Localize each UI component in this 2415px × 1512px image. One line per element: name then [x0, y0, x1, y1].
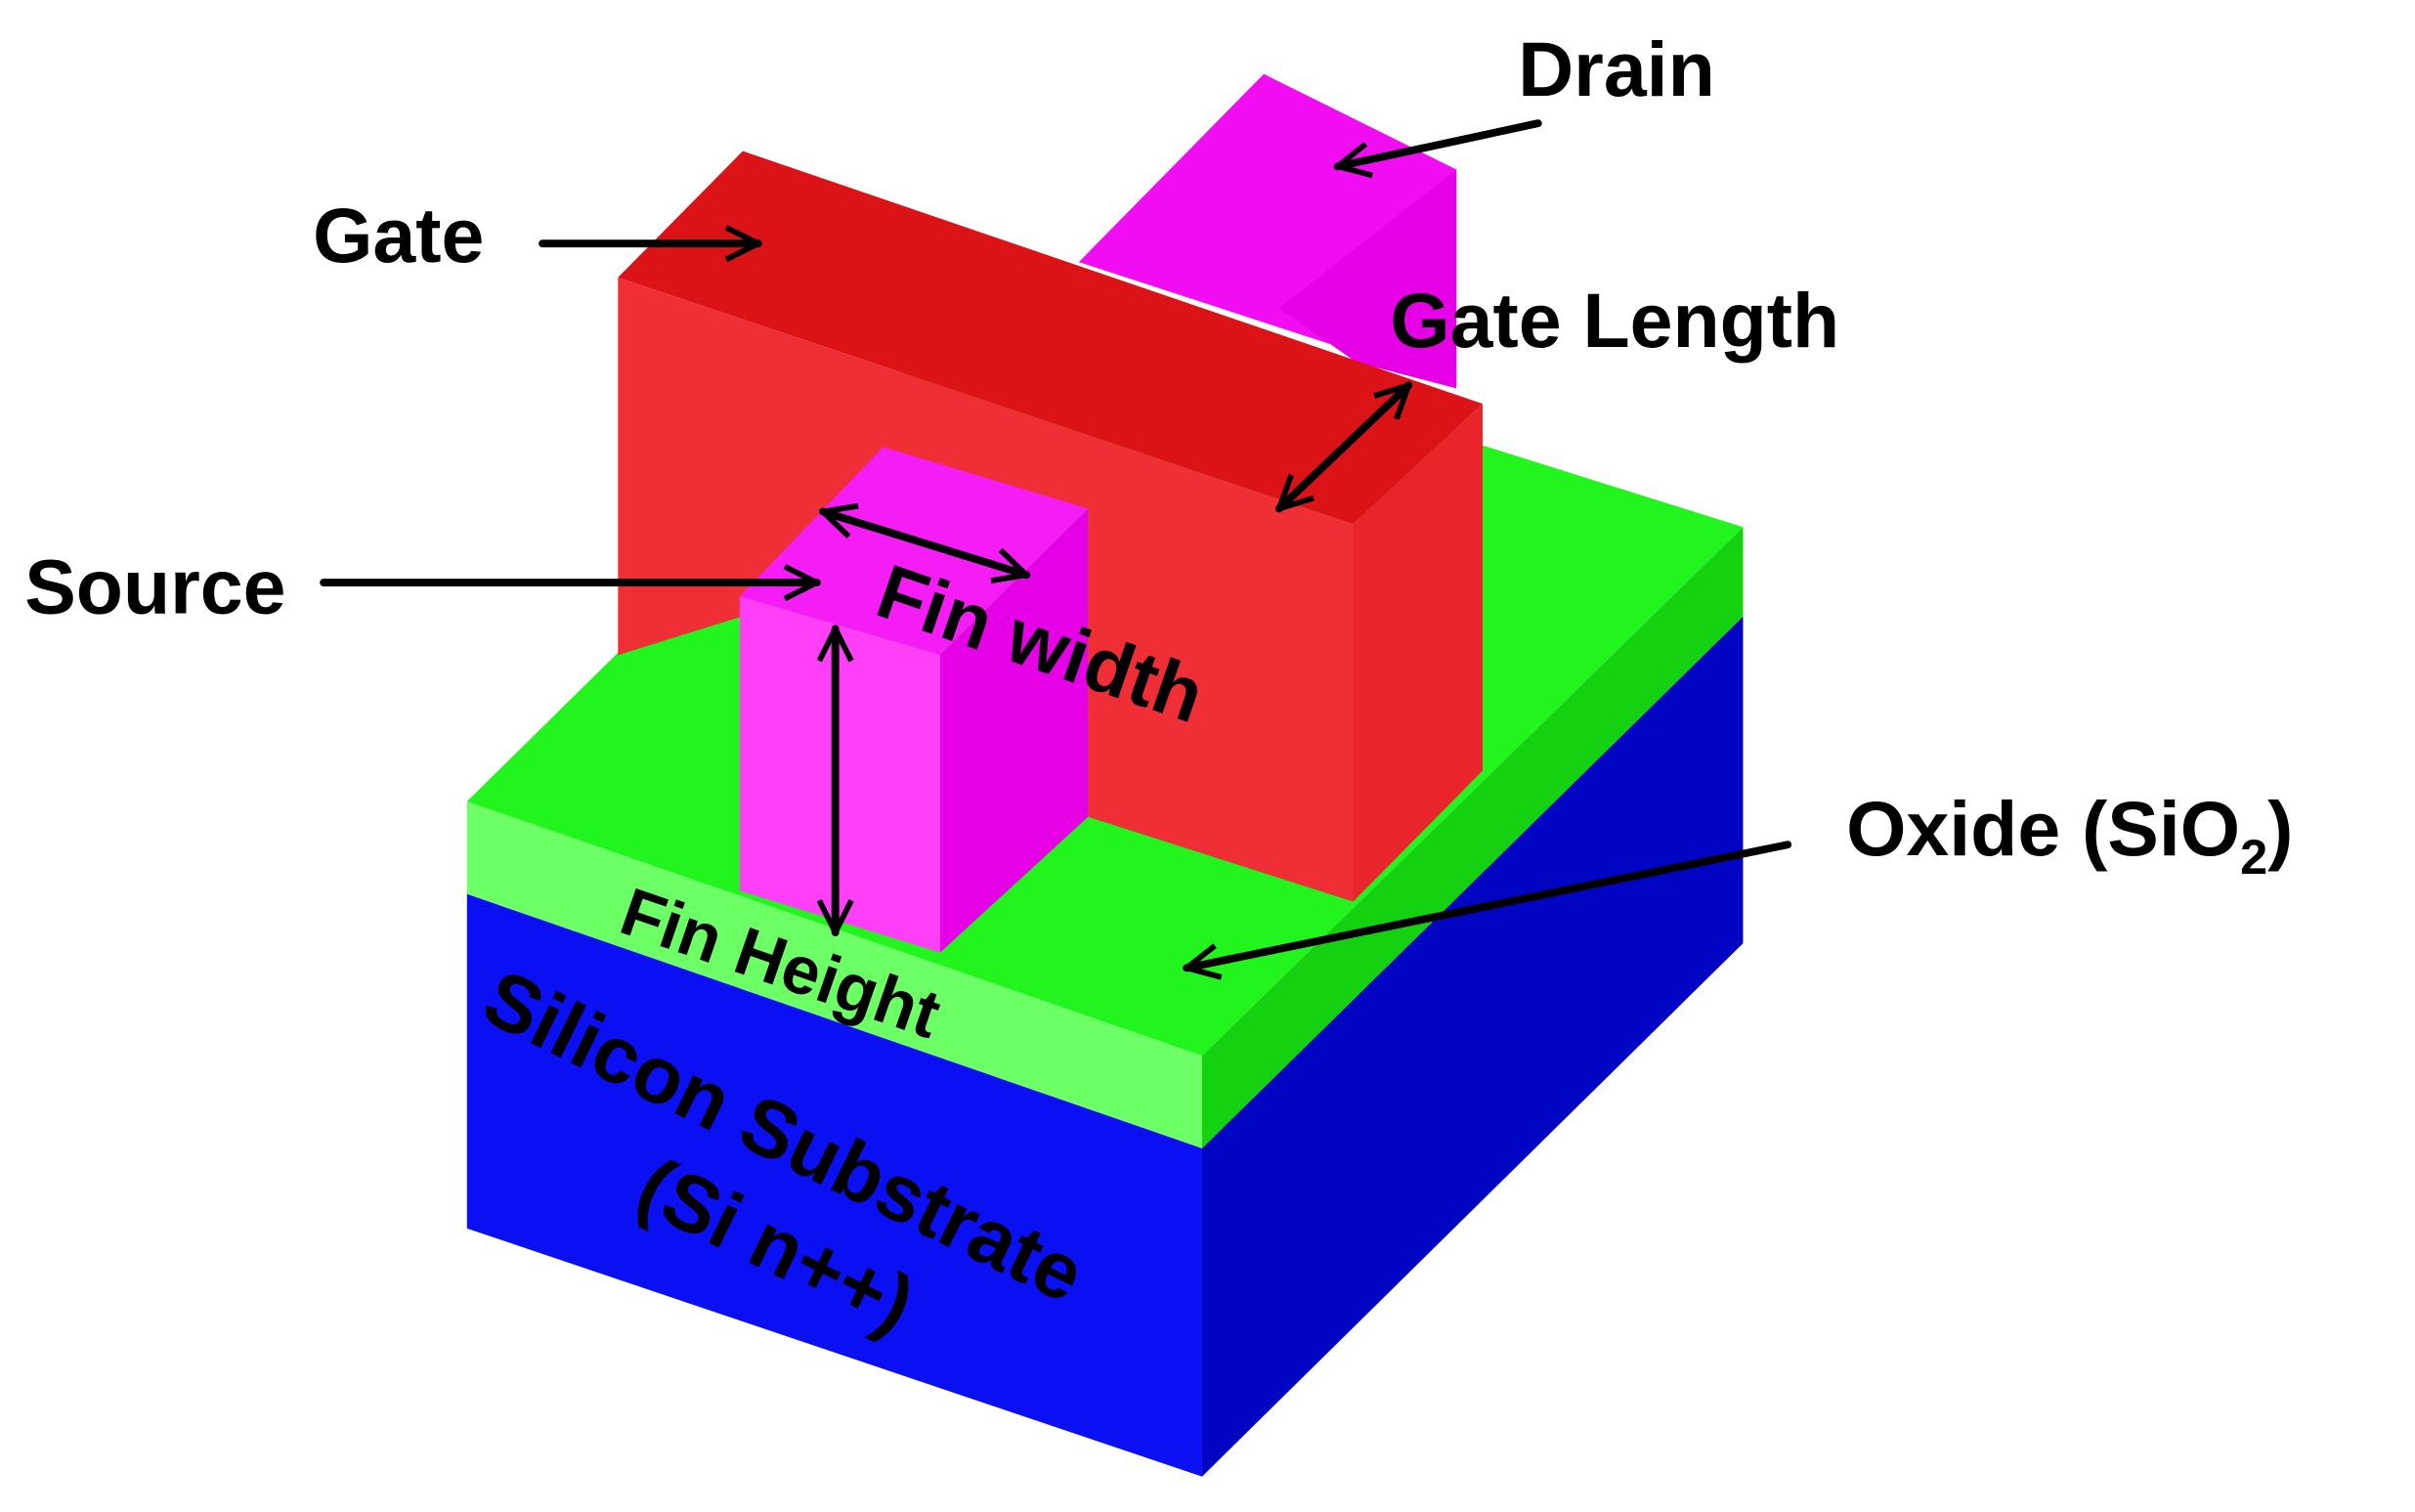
gate-length-label: Gate Length: [1390, 278, 1839, 364]
drain-label: Drain: [1518, 26, 1714, 112]
substrate-front-face: [466, 893, 1202, 1477]
oxide-label-prefix: Oxide (SiO: [1846, 786, 2240, 872]
silicon-substrate: [466, 616, 1744, 1477]
drain-side-face: [1278, 169, 1457, 389]
source-label: Source: [24, 544, 285, 630]
oxide-label-suffix: ): [2267, 786, 2293, 872]
substrate-side-face: [1201, 616, 1744, 1477]
gate-block: [618, 151, 1483, 902]
oxide-label: Oxide (SiO2): [1846, 786, 2293, 885]
fin-front-face: [739, 596, 940, 953]
gate-length-arrow: [1279, 385, 1408, 508]
gate-top-face: [618, 151, 1483, 525]
drain-arrow: [1338, 119, 1542, 166]
fin-width-arrow: [823, 512, 1026, 576]
oxide-front-face: [466, 801, 1202, 1148]
oxide-arrow: [1186, 841, 1792, 968]
gate-side-face: [1353, 404, 1483, 902]
oxide-label-subscript: 2: [2240, 829, 2267, 885]
gate-front-face: [618, 277, 1354, 902]
gate-label: Gate: [313, 193, 484, 279]
fin-side-face: [939, 508, 1089, 953]
oxide-side-face: [1201, 527, 1744, 1148]
